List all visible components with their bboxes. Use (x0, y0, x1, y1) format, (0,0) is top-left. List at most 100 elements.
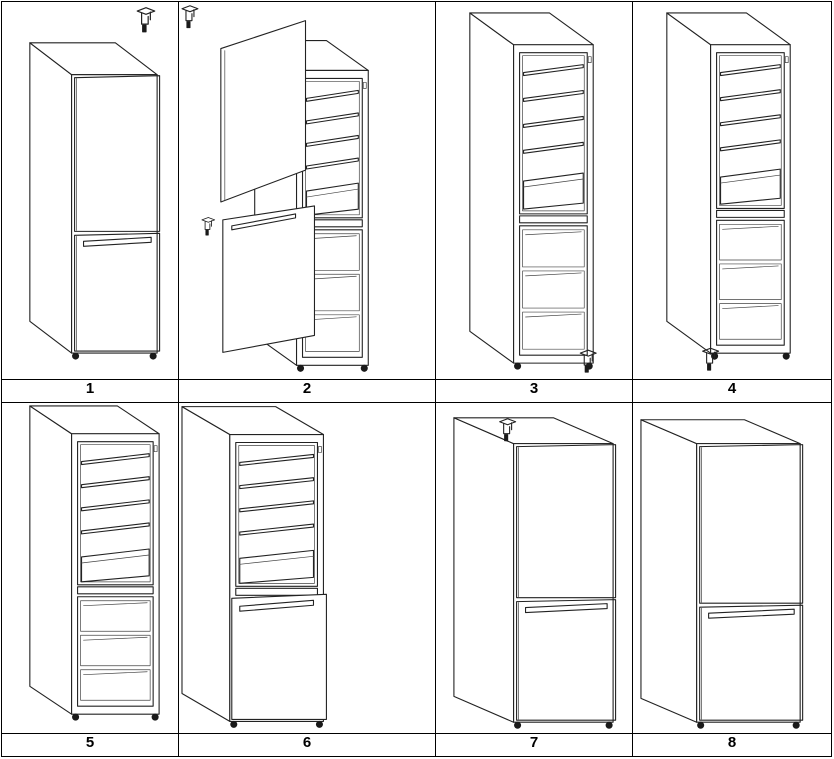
freezer-drawer-lip (83, 671, 148, 676)
hinge-plate (499, 418, 517, 426)
freezer-drawer-lip (722, 225, 779, 230)
step-number-6: 6 (178, 733, 436, 757)
middle-hinge (201, 217, 216, 236)
hinge-label (318, 446, 322, 453)
hinge-plate (579, 349, 597, 357)
step-figure-1 (1, 1, 179, 380)
step-figure-4 (632, 1, 832, 380)
freezer-drawer (719, 303, 782, 340)
hinge-pin (142, 24, 147, 33)
glass-shelf (81, 522, 150, 535)
fridge-compartment-liner (238, 445, 315, 584)
fridge-cabinet (29, 405, 160, 721)
hinge-plate (702, 347, 720, 355)
front-foot-left (514, 362, 522, 370)
fridge-illustration-step-6 (181, 406, 327, 728)
freezer-drawer-lip (722, 265, 779, 270)
crisper-drawer (720, 168, 781, 205)
cabinet-side-panel (181, 406, 231, 722)
fridge-compartment (235, 441, 319, 587)
glass-shelf (305, 134, 359, 147)
lower-door (74, 232, 161, 352)
fridge-illustration-step-8 (640, 419, 804, 729)
step-figure-3 (435, 1, 633, 380)
step-number-1: 1 (1, 379, 179, 403)
cabinet-side-panel (29, 405, 73, 715)
cabinet-side-panel (640, 419, 698, 723)
hinge-pin (584, 365, 589, 373)
freezer-compartment (716, 219, 785, 346)
hinge-arm (141, 12, 149, 25)
step-number-4: 4 (632, 379, 832, 403)
front-foot-right (149, 352, 157, 360)
step-number-5: 5 (1, 733, 179, 757)
door-handle (708, 608, 795, 619)
glass-shelf (81, 476, 150, 489)
glass-shelf (305, 112, 359, 125)
hinge-arm (706, 352, 714, 364)
crisper-drawer (239, 549, 315, 584)
hinge-arm (204, 221, 211, 230)
glass-shelf (720, 64, 781, 77)
closed-doors (516, 444, 617, 721)
open-interior (301, 77, 367, 358)
bottom-hinge-reversed (702, 347, 720, 371)
fridge-compartment-liner (719, 55, 782, 206)
step-figure-6 (178, 402, 436, 734)
crisper-drawer-lip (523, 178, 584, 188)
glass-shelf (305, 89, 359, 102)
step-figure-7 (435, 402, 633, 734)
step-number-7: 7 (435, 733, 633, 757)
hinge-pin (205, 229, 209, 236)
compartment-separator (77, 586, 154, 595)
upper-door (699, 444, 804, 604)
freezer-drawer-lip (83, 636, 148, 641)
fridge-illustration-step-3 (469, 12, 597, 373)
cabinet-side-panel (29, 42, 73, 354)
front-foot-right (151, 713, 159, 721)
fridge-compartment-liner (522, 55, 585, 212)
fitted-illustration (181, 406, 327, 728)
hinge-arm (583, 354, 591, 366)
figure-row-2 (1, 402, 832, 734)
crisper-drawer-lip (239, 555, 314, 565)
front-foot-left (296, 364, 305, 372)
front-foot-left (230, 720, 238, 728)
compartment-separator (235, 587, 319, 596)
step-number-2: 2 (178, 379, 436, 403)
open-interior (716, 52, 789, 346)
crisper-drawer (523, 172, 584, 210)
upper-door (516, 444, 617, 599)
upper-door (74, 75, 161, 232)
lower-door-handle (239, 599, 315, 612)
freezer-drawer-lip (525, 272, 582, 277)
glass-shelf (720, 89, 781, 102)
front-foot-left (697, 721, 705, 729)
number-row-1: 1 2 3 4 (1, 379, 832, 403)
hinge-plate (136, 7, 156, 15)
glass-shelf (523, 89, 584, 103)
cabinet-front-frame (513, 443, 614, 723)
hinge-label (587, 56, 592, 64)
freezer-drawer (719, 223, 782, 261)
freezer-drawer-lip (308, 235, 357, 240)
fridge-cabinet (640, 419, 801, 729)
step-number-3: 3 (435, 379, 633, 403)
detached-upper-door (220, 20, 307, 203)
detached-lower-door-handle (231, 213, 297, 231)
freezer-compartment (77, 596, 154, 707)
number-row-2: 5 6 7 8 (1, 733, 832, 757)
hinge-label (362, 82, 367, 89)
cabinet-front-frame (696, 443, 801, 723)
glass-shelf (305, 157, 359, 170)
bottom-hinge (579, 349, 597, 373)
front-foot-right (792, 721, 800, 729)
front-foot-right (360, 364, 368, 372)
fridge-compartment (77, 441, 154, 586)
glass-shelf (523, 64, 584, 77)
fridge-compartment-liner (80, 444, 151, 583)
freezer-drawer-lip (308, 316, 357, 321)
fridge-cabinet (29, 42, 158, 360)
hinge-plate (201, 217, 216, 223)
